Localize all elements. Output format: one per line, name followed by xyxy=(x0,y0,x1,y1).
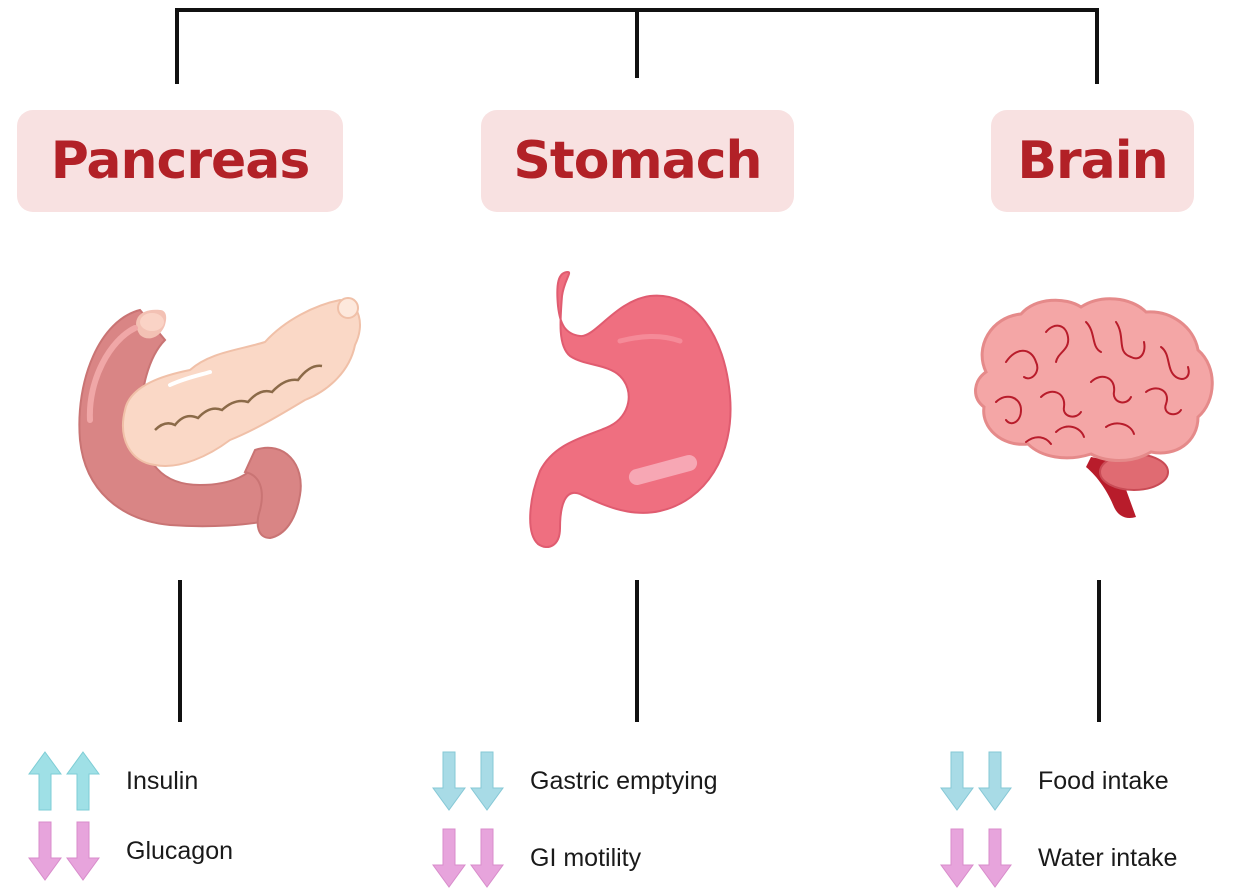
brain-effects-connector xyxy=(1097,580,1101,722)
brain-illustration xyxy=(966,292,1226,522)
stomach-label: Stomach xyxy=(481,110,794,212)
pancreas-illustration xyxy=(60,280,370,550)
down-arrow-icon xyxy=(66,820,100,882)
pancreas-effects-connector xyxy=(178,580,182,722)
increase-arrows xyxy=(28,750,100,812)
brain-label: Brain xyxy=(991,110,1194,212)
brain-effect-food-intake: Food intake xyxy=(940,750,1169,812)
effect-label: Food intake xyxy=(1038,767,1169,796)
pancreas-label-text: Pancreas xyxy=(51,131,310,191)
top-connector-stomach xyxy=(635,8,639,78)
brain-label-text: Brain xyxy=(1017,131,1167,191)
down-arrow-icon xyxy=(470,750,504,812)
down-arrow-icon xyxy=(940,750,974,812)
decrease-arrows xyxy=(940,750,1012,812)
top-connector-pancreas xyxy=(175,8,179,84)
effect-label: Water intake xyxy=(1038,844,1177,873)
stomach-label-text: Stomach xyxy=(513,131,761,191)
down-arrow-icon xyxy=(432,827,466,889)
decrease-arrows xyxy=(432,827,504,889)
decrease-arrows xyxy=(432,750,504,812)
top-connector-brain xyxy=(1095,8,1099,84)
decrease-arrows xyxy=(28,820,100,882)
effect-label: GI motility xyxy=(530,844,641,873)
effect-label: Gastric emptying xyxy=(530,767,718,796)
stomach-effect-gastric-emptying: Gastric emptying xyxy=(432,750,718,812)
stomach-effects-connector xyxy=(635,580,639,722)
up-arrow-icon xyxy=(66,750,100,812)
stomach-effect-gi-motility: GI motility xyxy=(432,827,641,889)
brain-effect-water-intake: Water intake xyxy=(940,827,1177,889)
effect-label: Glucagon xyxy=(126,837,233,866)
down-arrow-icon xyxy=(978,750,1012,812)
stomach-illustration xyxy=(520,266,750,556)
down-arrow-icon xyxy=(978,827,1012,889)
pancreas-effect-glucagon: Glucagon xyxy=(28,820,233,882)
pancreas-label: Pancreas xyxy=(17,110,343,212)
decrease-arrows xyxy=(940,827,1012,889)
effect-label: Insulin xyxy=(126,767,198,796)
pancreas-effect-insulin: Insulin xyxy=(28,750,198,812)
up-arrow-icon xyxy=(28,750,62,812)
down-arrow-icon xyxy=(940,827,974,889)
down-arrow-icon xyxy=(28,820,62,882)
down-arrow-icon xyxy=(432,750,466,812)
down-arrow-icon xyxy=(470,827,504,889)
